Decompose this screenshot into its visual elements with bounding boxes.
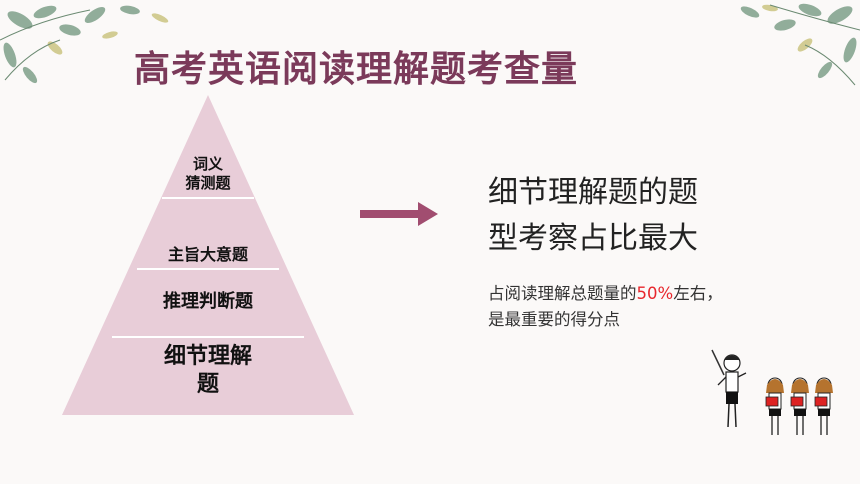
description-after: 左右，: [673, 284, 723, 303]
pyramid-tier-3-label: 推理判断题: [163, 291, 253, 312]
pyramid-tier-2-label: 主旨大意题: [167, 245, 248, 264]
pyramid-tier-4-label: 细节理解 题: [108, 343, 308, 398]
pyramid-tier-1-label: 词义 猜测题: [158, 155, 258, 193]
percentage-highlight: 50%: [636, 284, 674, 303]
headline-line-1: 细节理解题的题: [488, 175, 698, 210]
tier-4-line-2: 题: [196, 371, 219, 397]
tier-1-line-1: 词义: [192, 155, 223, 173]
tier-4-line-1: 细节理解: [163, 344, 252, 369]
leaf-decoration-left-icon: [0, 5, 169, 84]
headline: 细节理解题的题 型考察占比最大: [488, 170, 788, 262]
right-arrow-icon: [360, 202, 438, 226]
pyramid-shape: [62, 95, 354, 415]
description: 占阅读理解总题量的50%左右， 是最重要的得分点: [488, 281, 818, 333]
leaf-decoration-right-icon: [740, 3, 860, 86]
page-title: 高考英语阅读理解题考查量: [134, 49, 579, 90]
students-cartoon-icon: [711, 349, 833, 435]
description-line-1: 占阅读理解总题量的50%左右，: [488, 281, 818, 307]
description-before: 占阅读理解总题量的: [488, 284, 637, 303]
pyramid-diagram: 词义 猜测题 主旨大意题 推理判断题 细节理解 题: [60, 95, 360, 425]
tier-1-line-2: 猜测题: [185, 173, 231, 192]
headline-line-2: 型考察占比最大: [488, 221, 698, 256]
description-line-2: 是最重要的得分点: [488, 310, 620, 329]
